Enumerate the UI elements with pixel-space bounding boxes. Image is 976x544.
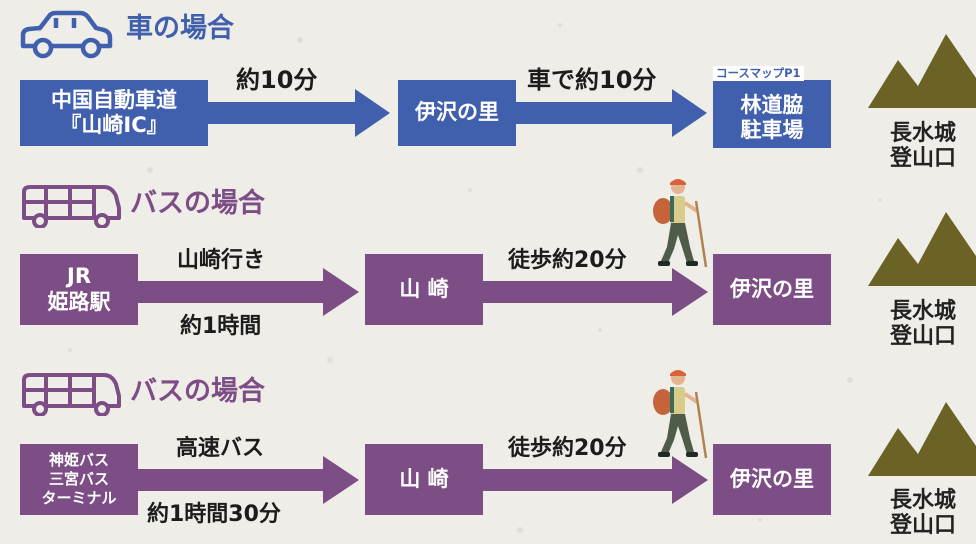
bus1-dest-line2: 登山口 [890,324,957,349]
bus2-end-box: 伊沢の里 [713,444,831,515]
hiker-icon [653,179,708,268]
bus1-arrow-1 [137,268,359,316]
bus1-leg1-top: 山崎行き [177,248,266,273]
bus2-dest-line2: 登山口 [890,513,957,538]
bus2-dest: 長水城 登山口 [890,488,976,538]
bus1-start-box: JR 姫路駅 [20,254,138,325]
car-end-line2: 駐車場 [740,118,804,142]
bus2-mid-box: 山 崎 [365,444,483,515]
bus1-dest: 長水城 登山口 [890,299,976,349]
car-icon [20,10,113,59]
bus2-leg1-top: 高速バス [176,436,265,461]
car-dest: 長水城 登山口 [890,121,976,171]
bus2-arrow-1 [137,456,359,504]
car-dest-line2: 登山口 [890,146,957,171]
mountain-icon [868,212,976,286]
bus2-start-line1: 神姫バス [48,451,109,470]
bus2-end-label: 伊沢の里 [730,466,814,491]
hiker-icon [653,370,708,459]
car-start-box: 中国自動車道 『山崎IC』 [20,80,208,146]
car-mid-box: 伊沢の里 [398,80,516,146]
bus1-arrow-2 [482,268,708,316]
car-dest-line1: 長水城 [890,121,957,146]
bus1-start-line2: 姫路駅 [47,289,111,314]
car-arrow-2 [515,89,707,137]
bus-icon [22,373,121,416]
bus1-dest-line1: 長水城 [890,299,957,324]
bus2-section-title: バスの場合 [130,376,265,407]
bus1-end-label: 伊沢の里 [730,276,814,301]
bus-icon [22,185,121,228]
bus1-mid-label: 山 崎 [399,276,449,301]
mountain-icon [868,402,976,476]
mountain-icon [868,34,976,108]
bus1-mid-box: 山 崎 [365,254,483,325]
bus2-start-box: 神姫バス 三宮バス ターミナル [20,444,138,515]
bus2-dest-line1: 長水城 [890,488,957,513]
car-start-line2: 『山崎IC』 [60,113,168,137]
bus1-start-line1: JR [67,264,91,289]
bus1-section-title: バスの場合 [130,188,265,219]
bus2-leg1-bottom: 約1時間30分 [147,502,281,527]
bus2-arrow-2 [482,456,708,504]
car-arrow-1 [207,89,390,137]
bus2-start-line2: 三宮バス [48,470,109,489]
bus2-start-line3: ターミナル [41,488,117,507]
course-map-tag: コースマップP1 [713,66,804,81]
bus1-leg2-label: 徒歩約20分 [508,248,627,273]
car-end-box: 林道脇 駐車場 [713,80,831,148]
car-leg2-label: 車で約10分 [527,66,657,94]
bus2-leg2-label: 徒歩約20分 [508,436,627,461]
car-end-line1: 林道脇 [740,92,804,117]
bus1-leg1-bottom: 約1時間 [180,314,262,339]
bus2-mid-label: 山 崎 [399,466,449,491]
car-mid-label: 伊沢の里 [415,100,499,125]
car-section-title: 車の場合 [126,13,234,44]
bus1-end-box: 伊沢の里 [713,254,831,325]
car-leg1-label: 約10分 [236,66,318,94]
car-start-line1: 中国自動車道 [51,87,177,112]
